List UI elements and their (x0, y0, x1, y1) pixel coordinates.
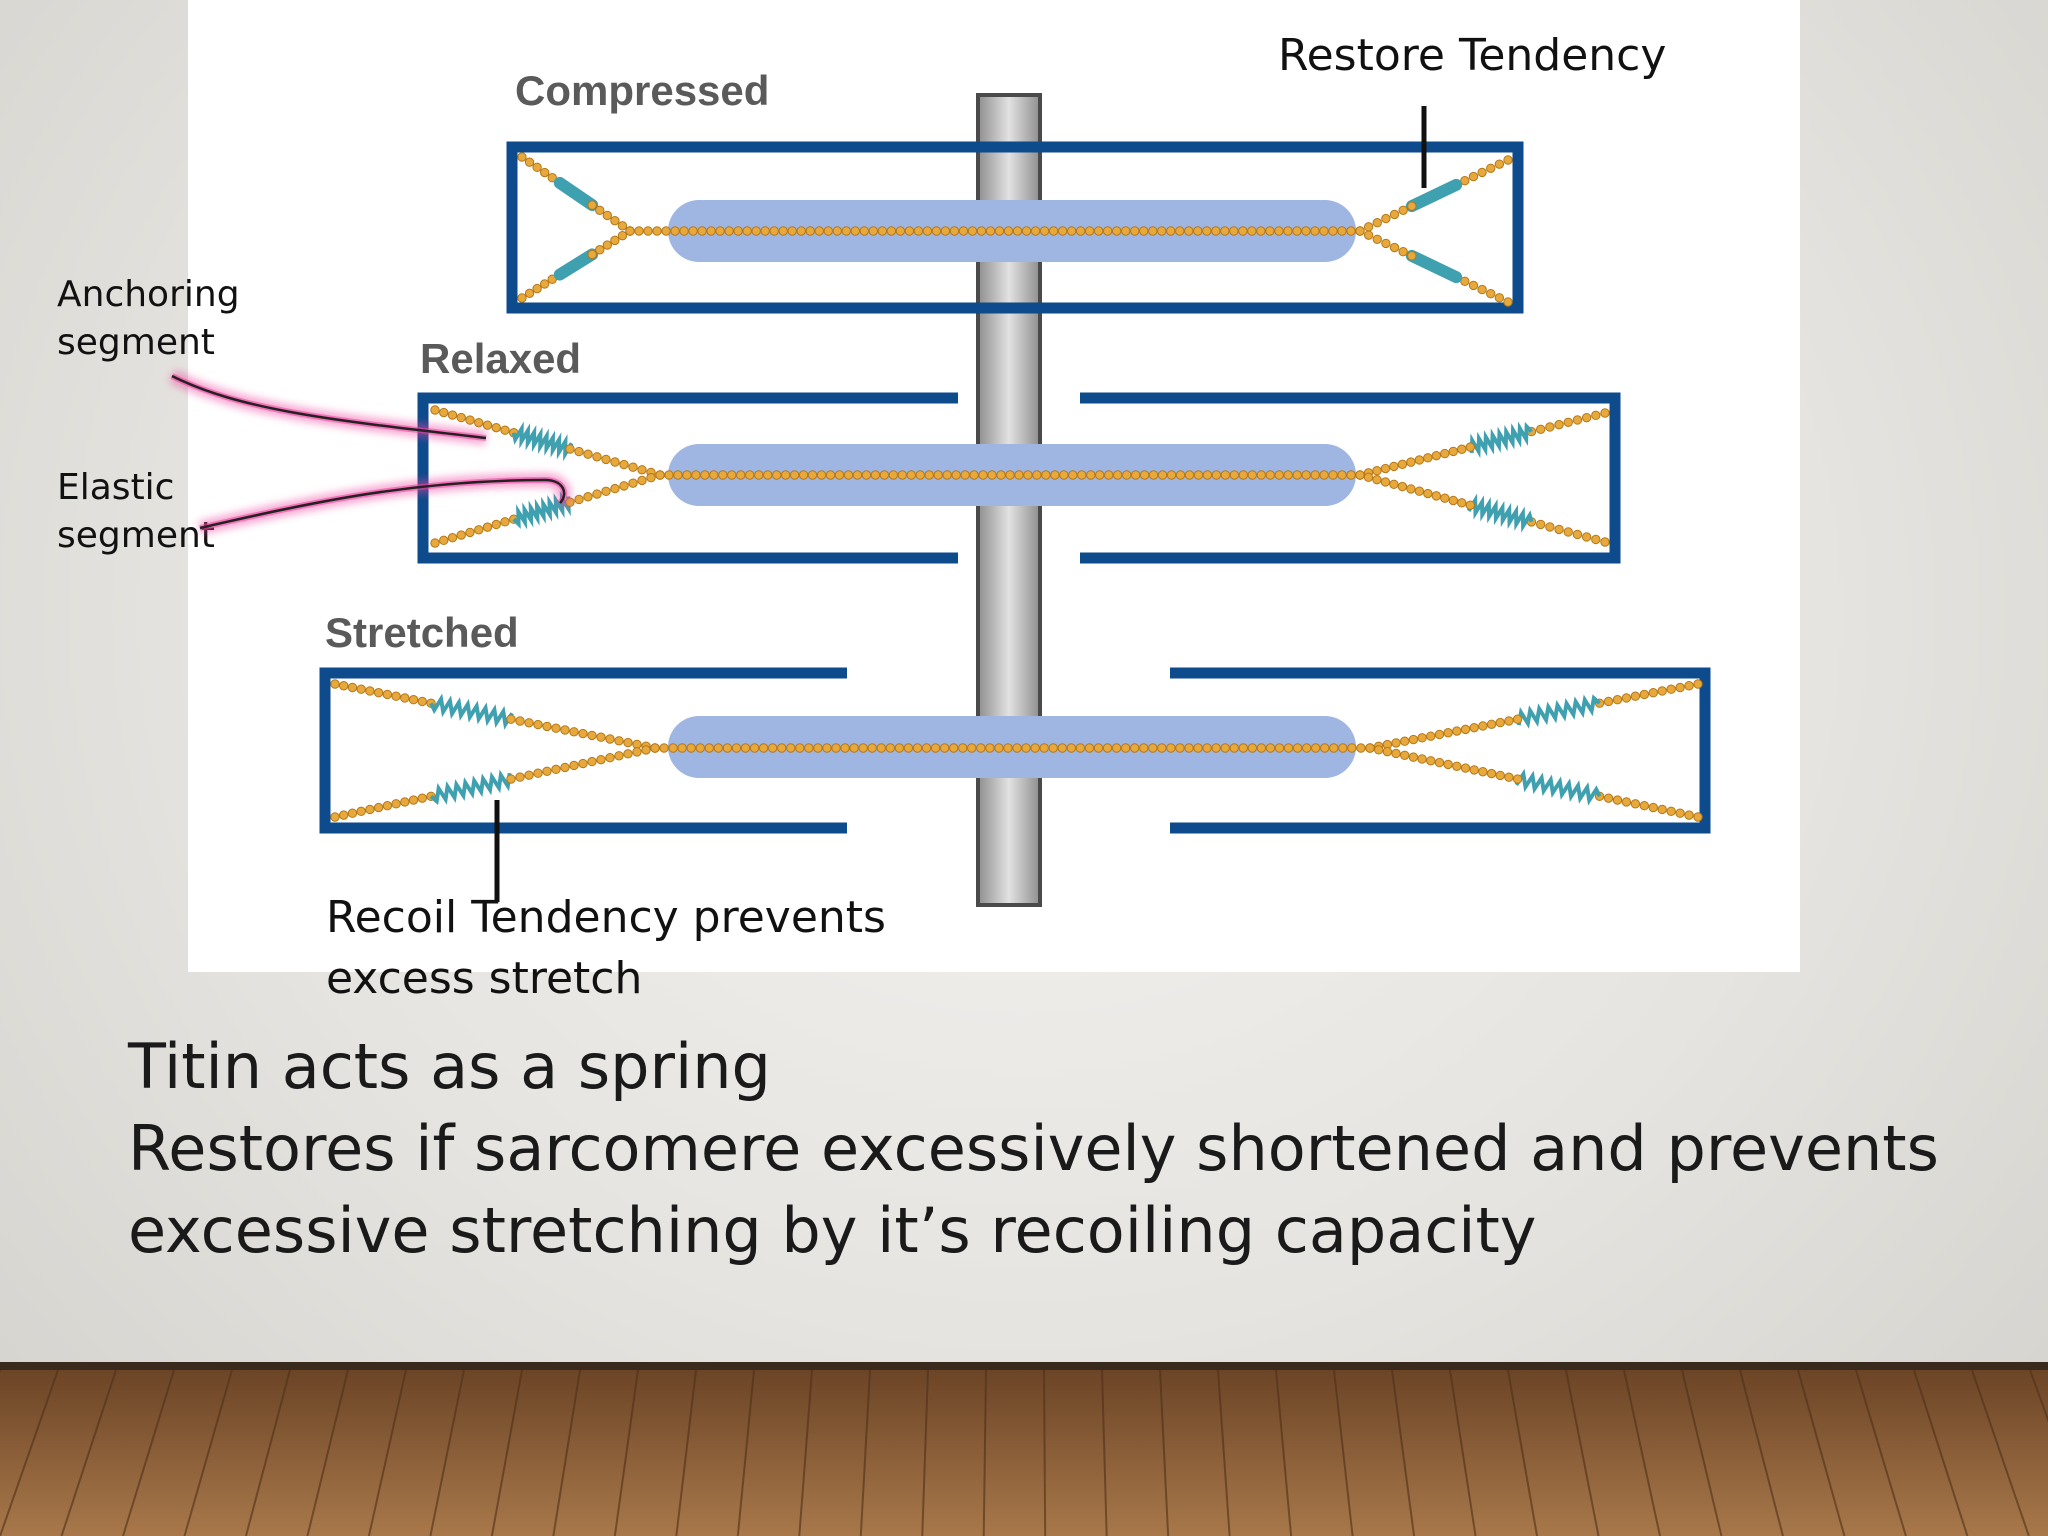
titin-elastic-spring (512, 491, 571, 530)
titin-bead-segment (587, 226, 635, 260)
titin-elastic-spring (1405, 249, 1463, 284)
floor-plank-seam (1565, 1369, 1600, 1536)
body-line-2: Restores if sarcomere excessively shorte… (128, 1112, 1939, 1185)
anchoring-pointer (168, 369, 487, 445)
titin-bead-segment (565, 444, 665, 480)
titin-bead-segment (506, 714, 660, 753)
floor-plank-seam (1217, 1369, 1231, 1536)
titin-bead-segment (1365, 743, 1523, 784)
floor-plank-seam (675, 1369, 697, 1536)
titin-bead-segment (1526, 408, 1610, 437)
wood-floor (0, 1362, 2048, 1536)
label-compressed: Compressed (515, 67, 769, 114)
floor-plank-seam (60, 1369, 117, 1536)
titin-elastic-spring (553, 248, 599, 281)
floor-plank-seam (859, 1369, 871, 1536)
floor-plank-seam (736, 1369, 755, 1536)
floor-plank-seam (921, 1369, 929, 1536)
floor-plank-seam (613, 1369, 639, 1536)
titin-elastic-spring (429, 693, 514, 730)
titin-bead-segment (625, 226, 1365, 236)
annotation-restore-tendency: Restore Tendency (1278, 30, 1666, 81)
relaxed-frame-left (417, 392, 958, 564)
titin-bead-segment (655, 470, 1365, 480)
floor-plank-seam (306, 1369, 349, 1536)
floor-plank-seam (1333, 1369, 1354, 1536)
stretched-frame-left (319, 667, 847, 834)
floor-plank-seam (2029, 1369, 2048, 1423)
titin-elastic-spring (1514, 768, 1602, 806)
floor-plank-seam (183, 1369, 233, 1536)
floor-plank-seam (1043, 1369, 1047, 1536)
titin-bead-segment (330, 791, 436, 822)
stretched-frame-right (1170, 667, 1711, 834)
compressed-frame (506, 141, 1524, 314)
floor-plank-seam (798, 1369, 813, 1536)
floor-plank-seam (1507, 1369, 1539, 1536)
label-relaxed: Relaxed (420, 335, 581, 382)
floor-plank-seam (1391, 1369, 1416, 1536)
floor-plank-seam (552, 1369, 581, 1536)
titin-bead-segment (1355, 226, 1417, 261)
floor-plank-seam (0, 1369, 59, 1536)
titin-bead-segment (650, 743, 1375, 753)
titin-bead-segment (430, 514, 519, 548)
floor-plank-seam (490, 1369, 523, 1536)
titin-elastic-spring (511, 421, 574, 462)
floor-plank-seam (1797, 1369, 1846, 1536)
annotation-elastic-segment: Elastic segment (57, 467, 215, 556)
titin-chains (330, 152, 1703, 822)
floor-plank-seam (982, 1369, 987, 1536)
annotation-anchoring-segment: Anchoring segment (57, 274, 251, 363)
body-line-1: Titin acts as a spring (127, 1030, 771, 1103)
floor-plank-seam (1739, 1369, 1784, 1536)
titin-elastic-spring (1466, 493, 1534, 533)
slide-body-text: Titin acts as a spring Restores if sarco… (127, 1030, 1959, 1267)
floor-plank-seam (429, 1369, 465, 1536)
floor-plank-seam (1681, 1369, 1723, 1536)
floor-plank-seam (1913, 1369, 1969, 1536)
floor-plank-seam (1159, 1369, 1170, 1536)
label-stretched: Stretched (325, 609, 519, 656)
floor-plank-seam (1275, 1369, 1293, 1536)
titin-bead-segment (1594, 791, 1703, 822)
floor-plank-seam (1449, 1369, 1477, 1536)
annotation-recoil-tendency: Recoil Tendency prevents excess stretch (326, 892, 900, 1004)
titin-elastic-spring (553, 176, 599, 212)
sarcomere-relaxed (417, 392, 1621, 564)
titin-elastic-spring (1516, 694, 1601, 729)
body-line-3: excessive stretching by it’s recoiling c… (128, 1194, 1537, 1267)
titin-bead-segment (330, 679, 436, 708)
floor-plank-seam (1623, 1369, 1661, 1536)
floor-plank-seam (367, 1369, 407, 1536)
floor-plank-seam (122, 1369, 175, 1536)
floor-plank-seam (1971, 1369, 2030, 1536)
elastic-pointer (198, 472, 572, 535)
titin-bead-segment (1594, 679, 1703, 708)
titin-elastic-spring (1469, 421, 1533, 459)
floor-plank-seam (1855, 1369, 1907, 1536)
sarcomere-compressed (506, 141, 1524, 314)
titin-elastic-spring (429, 769, 512, 806)
titin-bead-segment (1355, 442, 1475, 480)
titin-elastic-spring (1405, 178, 1463, 213)
titin-bead-segment (565, 470, 665, 507)
titin-bead-segment (1365, 714, 1523, 753)
relaxed-frame-right (1080, 392, 1621, 564)
titin-bead-segment (1355, 470, 1475, 510)
titin-bead-segment (430, 405, 519, 438)
floor-plank-seam (244, 1369, 291, 1536)
titin-bead-segment (506, 743, 660, 784)
floor-plank-seam (1101, 1369, 1108, 1536)
sarcomere-stretched (319, 667, 1711, 834)
